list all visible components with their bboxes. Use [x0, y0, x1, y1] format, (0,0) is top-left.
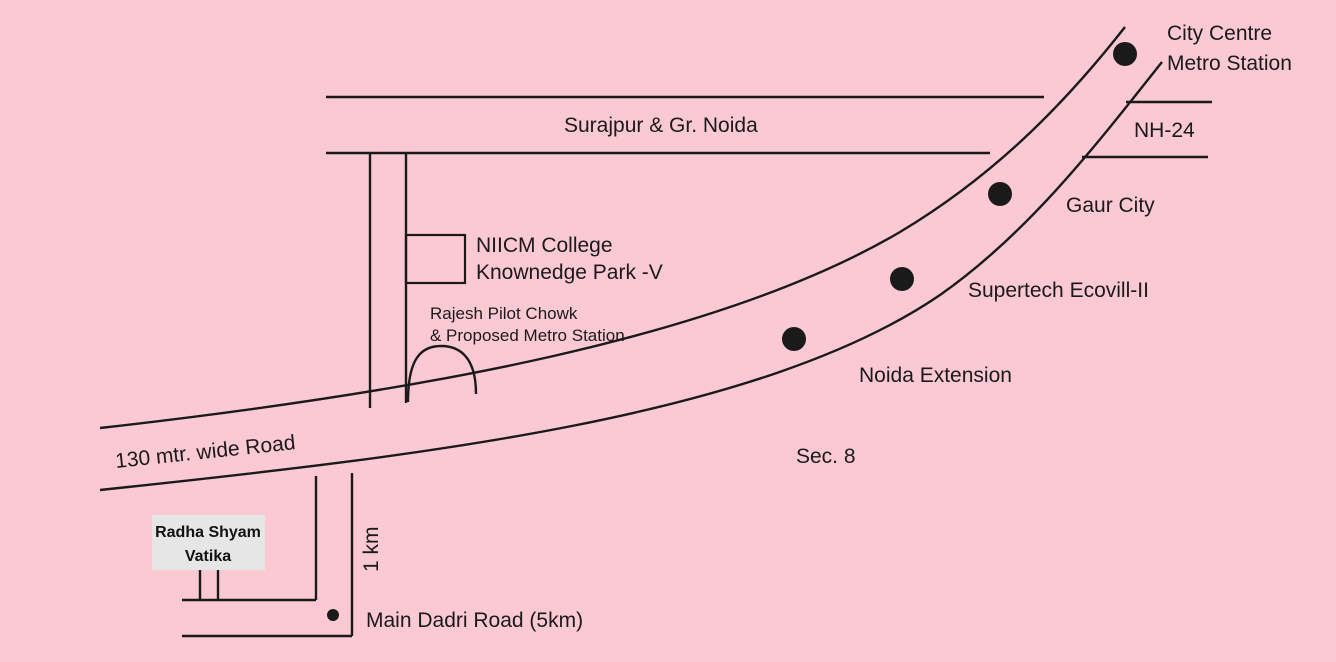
distance-1km-label: 1 km — [360, 526, 383, 572]
main-dadri-road-label: Main Dadri Road (5km) — [366, 609, 583, 632]
city-centre-station-marker — [1113, 42, 1137, 66]
main-road-lower-edge — [99, 61, 1163, 492]
surajpur-road-label: Surajpur & Gr. Noida — [564, 114, 758, 137]
niicm-label-line2: Knownedge Park -V — [476, 261, 663, 284]
main-road-upper-edge — [99, 26, 1126, 430]
rajesh-pilot-chowk-arc — [406, 344, 478, 403]
supertech-station-marker — [890, 267, 914, 291]
project-tag-line1: Radha Shyam — [155, 524, 261, 541]
noida-extension-label: Noida Extension — [859, 364, 1012, 387]
project-tag-box — [152, 515, 265, 570]
main-dadri-road-marker — [327, 609, 339, 621]
sec8-label: Sec. 8 — [796, 445, 856, 468]
rajesh-pilot-label-line2: & Proposed Metro Station — [430, 326, 625, 345]
gaur-city-label: Gaur City — [1066, 194, 1155, 217]
rajesh-pilot-label-line1: Rajesh Pilot Chowk — [430, 304, 578, 323]
niicm-college-building — [404, 233, 467, 285]
nh24-label: NH-24 — [1134, 119, 1195, 142]
gaur-city-station-marker — [988, 182, 1012, 206]
city-centre-label-line2: Metro Station — [1167, 52, 1292, 75]
project-tag-line2: Vatika — [185, 548, 231, 565]
city-centre-label-line1: City Centre — [1167, 22, 1272, 45]
supertech-label: Supertech Ecovill-II — [968, 279, 1149, 302]
noida-extension-station-marker — [782, 327, 806, 351]
niicm-label-line1: NIICM College — [476, 234, 613, 257]
